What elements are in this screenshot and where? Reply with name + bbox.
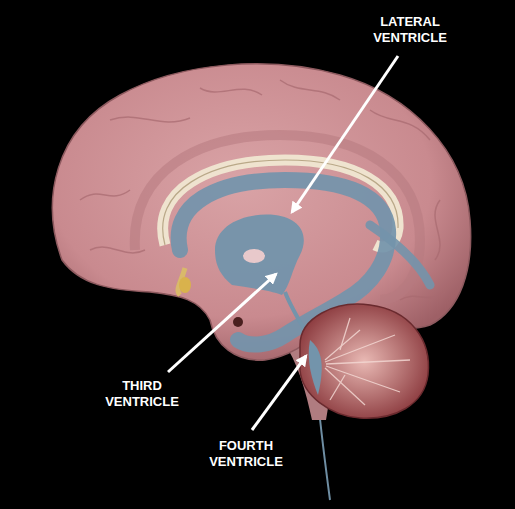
callout-label: LATERAL VENTRICLE (360, 14, 460, 46)
pituitary (179, 277, 191, 293)
third-ventricle (215, 215, 304, 295)
mammillary-body (233, 317, 243, 327)
interthalamic-adhesion (243, 249, 265, 263)
leader-arrow (292, 56, 398, 212)
gyri (80, 80, 445, 300)
fourth-ventricle (309, 340, 322, 395)
callout-label: FOURTH VENTRICLE (196, 438, 296, 470)
arbor-vitae (325, 318, 410, 405)
cerebellum (300, 304, 428, 418)
posterior-horn (370, 225, 430, 285)
leader-arrow (168, 274, 276, 372)
cerebrum (53, 64, 471, 360)
callout-label: THIRD VENTRICLE (92, 378, 192, 410)
leader-arrow (252, 356, 306, 430)
